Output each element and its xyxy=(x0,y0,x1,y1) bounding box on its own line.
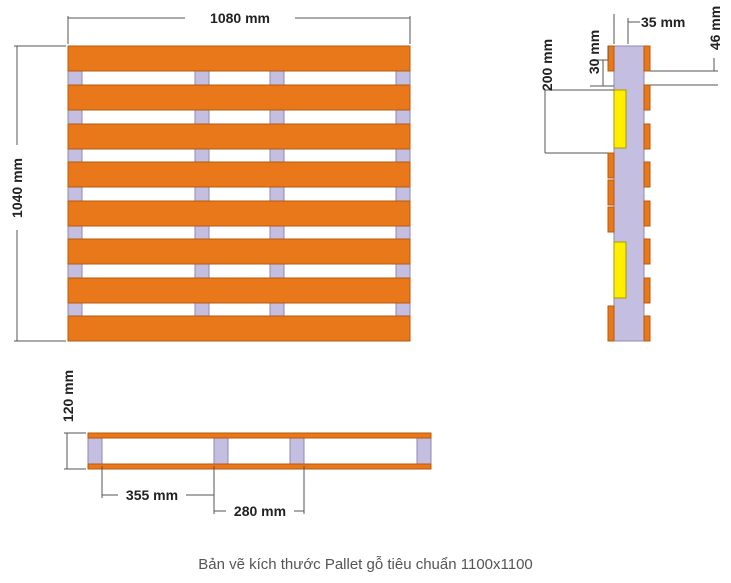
dim-side-block: 200 mm xyxy=(539,39,614,154)
dim-front-gap2: 280 mm xyxy=(214,466,305,519)
dim-top-height: 1040 mm xyxy=(9,45,66,342)
dim-top-height-label: 1040 mm xyxy=(9,158,25,218)
side-view: 35 mm 30 mm 200 mm 46 mm xyxy=(539,6,723,342)
front-view-blocks xyxy=(87,437,432,465)
dim-side-depth-label: 30 mm xyxy=(586,30,602,74)
top-view-boards xyxy=(67,45,411,342)
dim-side-board-label: 35 mm xyxy=(641,14,685,30)
top-view-blocks xyxy=(67,45,411,341)
dim-side-height: 46 mm xyxy=(650,6,723,86)
front-view-bottom-board xyxy=(87,463,432,470)
side-view-bottom-boards xyxy=(607,45,615,342)
front-view: 120 mm 355 mm 280 mm xyxy=(60,370,432,519)
dim-front-gap2-label: 280 mm xyxy=(234,503,286,519)
figure-caption: Bản vẽ kích thước Pallet gỗ tiêu chuẩn 1… xyxy=(198,556,533,573)
dim-front-height-label: 120 mm xyxy=(60,370,76,422)
dim-top-width: 1080 mm xyxy=(67,10,411,44)
side-view-insert-lower xyxy=(613,241,627,299)
top-view: 1080 mm 1040 mm xyxy=(9,10,411,342)
dim-front-height: 120 mm xyxy=(60,370,86,470)
dim-side-depth: 30 mm xyxy=(586,30,614,87)
side-view-insert-upper xyxy=(613,89,627,149)
dim-front-gap1-label: 355 mm xyxy=(126,487,178,503)
dim-top-width-label: 1080 mm xyxy=(210,10,270,26)
dim-side-board: 35 mm xyxy=(613,14,685,44)
side-view-top-boards xyxy=(643,45,651,342)
front-view-top-board xyxy=(87,432,432,439)
dim-front-gap1: 355 mm xyxy=(101,466,215,514)
dim-side-height-label: 46 mm xyxy=(707,6,723,50)
dim-side-block-label: 200 mm xyxy=(539,39,555,91)
